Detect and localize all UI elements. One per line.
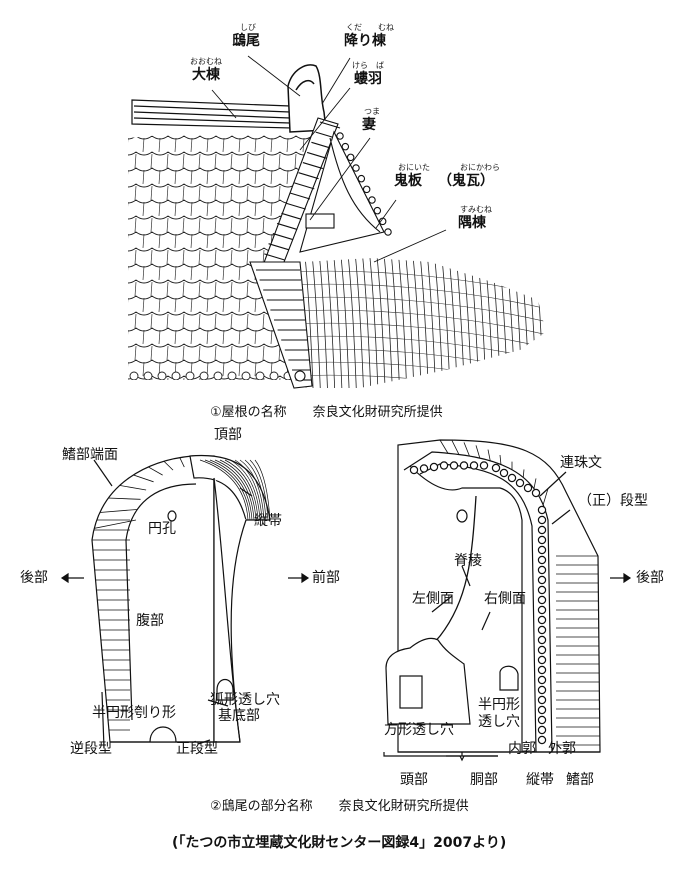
roof-leader-lines bbox=[211, 55, 447, 263]
roof-gable bbox=[299, 130, 392, 253]
label-choubu: 頂部 bbox=[214, 427, 242, 443]
label-hanen-right-2: 透し穴 bbox=[478, 714, 520, 730]
label-shibi: 鴟尾 bbox=[232, 33, 260, 49]
oniita-ruby: おにいた bbox=[398, 163, 430, 172]
label-oniita: 鬼板 bbox=[394, 173, 422, 189]
label-renju: 連珠文 bbox=[560, 455, 602, 471]
label-keraba: 螻羽 bbox=[354, 71, 382, 87]
label-oomune: 大棟 bbox=[192, 67, 220, 83]
label-enkou: 円孔 bbox=[148, 521, 176, 537]
label-tatetai-right: 縦帯 bbox=[526, 772, 554, 788]
label-onigawara: （鬼瓦） bbox=[438, 173, 494, 189]
label-usokumen: 右側面 bbox=[484, 591, 526, 607]
figure1-credit: 奈良文化財研究所提供 bbox=[312, 405, 443, 420]
label-sumimune: 隅棟 bbox=[458, 215, 486, 231]
label-gaikaku: 外郭 bbox=[548, 741, 576, 757]
label-koubu-left: 後部 bbox=[20, 570, 48, 586]
keraba-ruby: けら ば bbox=[352, 61, 384, 70]
shibi-ruby: しび bbox=[240, 23, 256, 32]
label-houkei: 方形透し穴 bbox=[384, 722, 454, 738]
label-kogata: 狐形透し穴 bbox=[210, 692, 280, 708]
kudarimune-ruby: くだ むね bbox=[346, 23, 394, 32]
label-hanen-kuri: 半円形刳り形 bbox=[92, 705, 176, 721]
figure2-caption-line: ②鴟尾の部分名称 奈良文化財研究所提供 bbox=[210, 800, 469, 813]
onigawara-ruby: おにかわら bbox=[460, 163, 500, 172]
label-kudarimune: 降り棟 bbox=[344, 33, 386, 49]
roof-shibi-finial bbox=[287, 64, 327, 133]
oomune-ruby: おおむね bbox=[190, 57, 222, 66]
roof-main-ridge bbox=[131, 99, 293, 129]
label-naikaku: 内郭 bbox=[508, 741, 536, 757]
sumimune-ruby: すみむね bbox=[460, 205, 492, 214]
label-sekiryou: 脊稜 bbox=[454, 553, 482, 569]
label-tsuma: 妻 bbox=[362, 117, 376, 133]
figure2-caption: ②鴟尾の部分名称 bbox=[210, 799, 313, 814]
figure1-caption-line: ①屋根の名称 奈良文化財研究所提供 bbox=[210, 406, 443, 419]
label-toubu: 頭部 bbox=[400, 772, 428, 788]
label-hirebu-tanmen: 鰭部端面 bbox=[62, 447, 118, 463]
label-doubu: 胴部 bbox=[470, 772, 498, 788]
tsuma-ruby: つま bbox=[364, 107, 380, 116]
label-zenbu: 前部 bbox=[312, 570, 340, 586]
source-citation: (「たつの市立埋蔵文化財センター図録4」2007より) bbox=[172, 835, 507, 851]
label-seidan: 正段型 bbox=[176, 741, 218, 757]
label-gyakudan: 逆段型 bbox=[70, 741, 112, 757]
label-fukubu: 腹部 bbox=[136, 613, 164, 629]
label-sei-dan: （正）段型 bbox=[578, 493, 648, 509]
figure2-credit: 奈良文化財研究所提供 bbox=[338, 799, 469, 814]
label-tatetai-left: 縦帯 bbox=[254, 513, 282, 529]
label-hanen-right-1: 半円形 bbox=[478, 697, 520, 713]
label-kiteibu: 基底部 bbox=[218, 708, 260, 724]
roof-right-slope bbox=[284, 258, 546, 388]
figure1-caption: ①屋根の名称 bbox=[210, 405, 287, 420]
shibi-right-drawing bbox=[383, 439, 632, 762]
roof-descending-ridge bbox=[261, 117, 341, 269]
shibi-left-drawing bbox=[60, 454, 310, 749]
label-koubu-right: 後部 bbox=[636, 570, 664, 586]
label-hirebu: 鰭部 bbox=[566, 772, 594, 788]
label-sasokumen: 左側面 bbox=[412, 591, 454, 607]
roof-hip-ridge bbox=[249, 261, 313, 389]
